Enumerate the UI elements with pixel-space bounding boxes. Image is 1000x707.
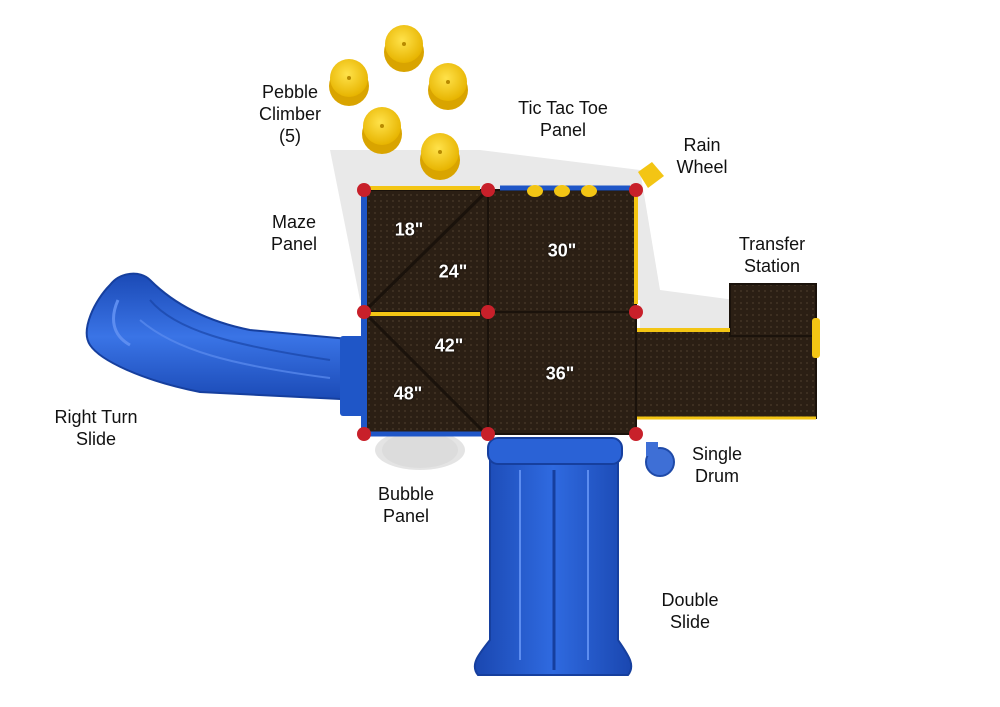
double-slide: [473, 437, 633, 676]
deck-30: [488, 190, 636, 312]
deck-36: [488, 312, 636, 434]
rain-wheel: [638, 162, 664, 188]
height-label-18: 18": [394, 219, 424, 240]
pebble-1: [329, 59, 369, 106]
callout-right-turn-slide: Right Turn Slide: [54, 407, 138, 449]
pebble-4: [362, 107, 402, 154]
posts: [357, 183, 643, 441]
height-label-24: 24": [438, 261, 468, 282]
tic-tac-toe-panel: [527, 185, 597, 197]
callout-maze-panel: Maze Panel: [270, 212, 318, 254]
callout-rain-wheel: Rain Wheel: [676, 135, 728, 177]
single-drum: [645, 442, 675, 477]
callout-pebble-climber: Pebble Climber (5): [258, 82, 322, 146]
transfer-station: [635, 283, 820, 420]
height-label-30: 30": [547, 240, 577, 261]
height-label-42: 42": [434, 335, 464, 356]
callout-double-slide: Double Slide: [661, 590, 719, 632]
pebble-5: [420, 133, 460, 180]
callout-transfer-station: Transfer Station: [738, 234, 806, 276]
callout-tic-tac-toe-panel: Tic Tac Toe Panel: [518, 98, 608, 140]
callout-single-drum: Single Drum: [691, 444, 743, 486]
height-label-36: 36": [545, 363, 575, 384]
callout-bubble-panel: Bubble Panel: [377, 484, 435, 526]
decks: [362, 188, 637, 435]
bubble-panel: [382, 432, 458, 468]
right-turn-slide: [85, 272, 366, 416]
pebble-2: [384, 25, 424, 72]
height-label-48: 48": [393, 383, 423, 404]
pebble-climber: [329, 25, 468, 180]
pebble-3: [428, 63, 468, 110]
